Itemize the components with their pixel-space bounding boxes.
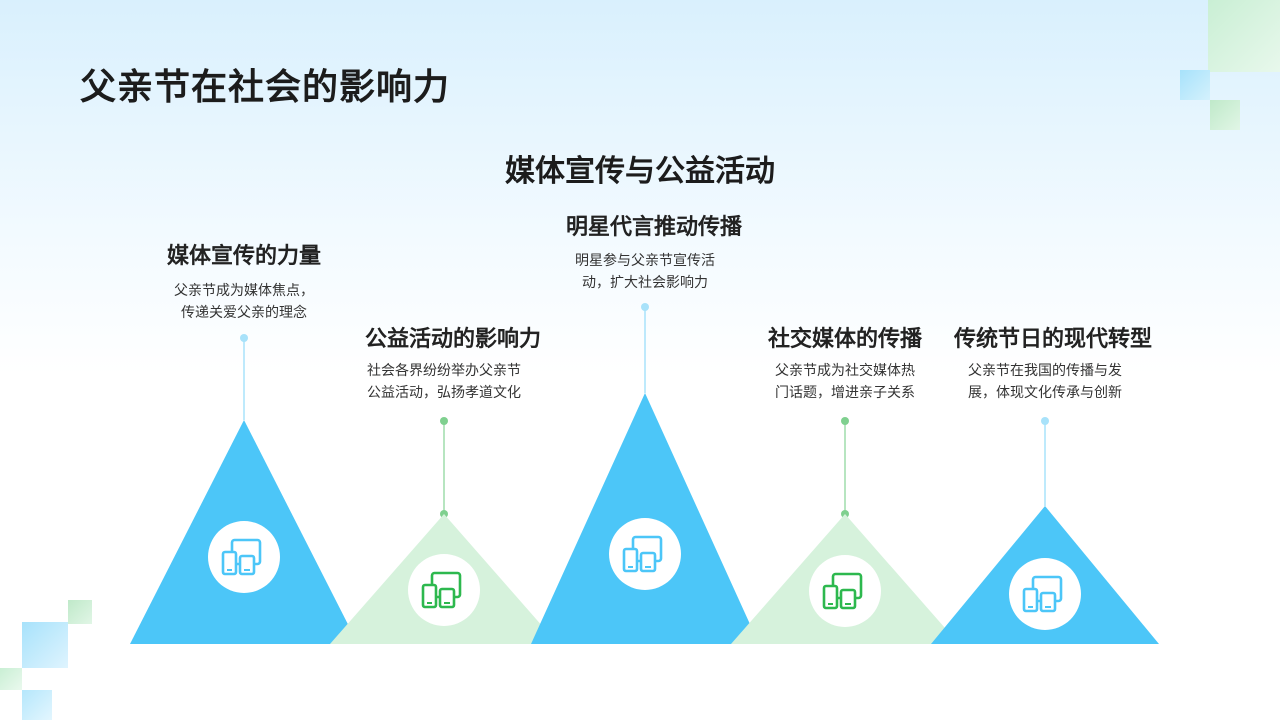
decor-square xyxy=(22,622,68,668)
section-subtitle: 媒体宣传与公益活动 xyxy=(505,154,775,189)
item-desc-line: 父亲节成为媒体焦点， xyxy=(174,283,314,299)
decor-square xyxy=(22,690,52,720)
diagram-item-3 xyxy=(531,303,759,644)
item-desc-2: 社会各界纷纷举办父亲节 公益活动，弘扬孝道文化 xyxy=(344,360,544,404)
page-title: 父亲节在社会的影响力 xyxy=(80,67,451,108)
diagram-item-4 xyxy=(731,417,959,644)
connector-dot xyxy=(240,334,248,342)
diagram-item-2 xyxy=(330,417,558,644)
item-desc-line: 传递关爱父亲的理念 xyxy=(181,305,307,321)
connector-dot xyxy=(641,303,649,311)
item-desc-1: 父亲节成为媒体焦点， 传递关爱父亲的理念 xyxy=(144,280,344,324)
decor-square xyxy=(68,600,92,624)
item-title-1: 媒体宣传的力量 xyxy=(166,244,321,269)
item-desc-line: 父亲节成为社交媒体热 xyxy=(775,363,915,379)
connector-dot xyxy=(1041,417,1049,425)
decor-square xyxy=(1208,0,1280,72)
item-desc-3: 明星参与父亲节宣传活 动，扩大社会影响力 xyxy=(545,250,745,294)
item-desc-line: 动，扩大社会影响力 xyxy=(582,275,708,291)
decor-square xyxy=(0,668,22,690)
item-title-2: 公益活动的影响力 xyxy=(364,327,541,352)
item-desc-line: 门话题，增进亲子关系 xyxy=(775,385,915,401)
item-desc-line: 公益活动，弘扬孝道文化 xyxy=(367,385,521,401)
item-title-3: 明星代言推动传播 xyxy=(565,215,742,240)
item-desc-5: 父亲节在我国的传播与发 展，体现文化传承与创新 xyxy=(945,360,1145,404)
diagram-item-1 xyxy=(130,334,358,644)
connector-dot xyxy=(440,417,448,425)
decor-square xyxy=(1180,70,1210,100)
item-desc-line: 明星参与父亲节宣传活 xyxy=(575,253,715,269)
item-title-5: 传统节日的现代转型 xyxy=(953,327,1152,352)
item-desc-line: 社会各界纷纷举办父亲节 xyxy=(367,363,521,379)
connector-dot xyxy=(841,417,849,425)
diagram-item-5 xyxy=(931,417,1159,644)
item-desc-line: 展，体现文化传承与创新 xyxy=(968,385,1122,401)
item-title-4: 社交媒体的传播 xyxy=(767,327,922,352)
item-desc-4: 父亲节成为社交媒体热 门话题，增进亲子关系 xyxy=(745,360,945,404)
item-desc-line: 父亲节在我国的传播与发 xyxy=(968,363,1122,379)
decor-square xyxy=(1210,100,1240,130)
